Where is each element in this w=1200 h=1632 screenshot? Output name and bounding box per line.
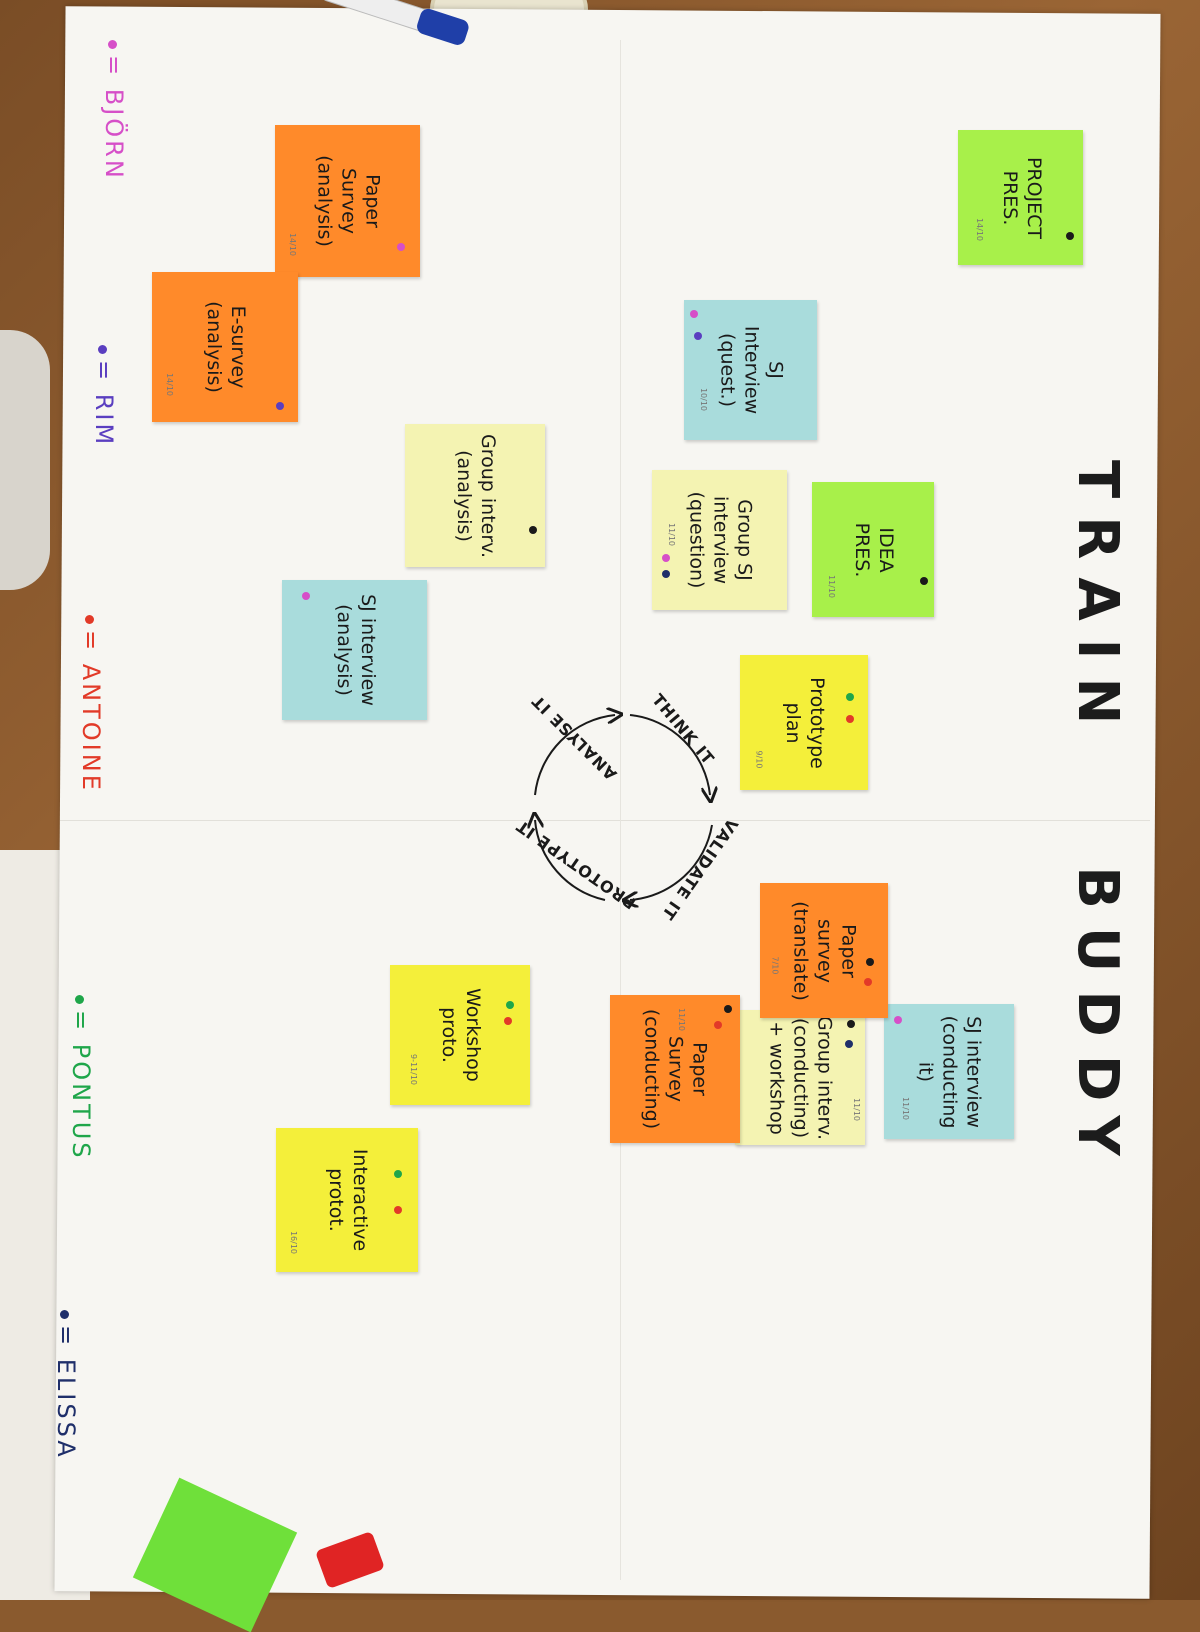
legend-elissa: = ELISSA bbox=[52, 1310, 80, 1460]
title-train: TRAIN bbox=[1065, 460, 1130, 743]
legend-antoine: = ANTOINE bbox=[77, 615, 105, 793]
legend-rim: = RIM bbox=[90, 345, 118, 447]
note-sj-interview-conducting: SJ interview (conducting it) 11/10 bbox=[884, 1004, 1014, 1139]
note-project-pres: PROJECT PRES. 14/10 bbox=[958, 130, 1083, 265]
note-idea-pres: IDEA PRES. 11/10 bbox=[812, 482, 934, 617]
paper-fold bbox=[620, 40, 621, 1580]
note-prototype-plan: Prototype plan 9/10 bbox=[740, 655, 868, 790]
legend-pontus: = PONTUS bbox=[67, 995, 95, 1161]
note-group-interview-question: Group SJ interview (question) 11/10 bbox=[652, 470, 787, 610]
legend-bjorn: = BJÖRN bbox=[100, 40, 128, 181]
note-paper-survey-analysis: Paper Survey (analysis) 14/10 bbox=[275, 125, 420, 277]
note-paper-survey-translate: Paper survey (translate) 7/10 bbox=[760, 883, 888, 1018]
note-workshop-proto: Workshop proto. 9-11/10 bbox=[390, 965, 530, 1105]
note-paper-survey-conducting: Paper Survey (conducting) 11/10 bbox=[610, 995, 740, 1143]
note-group-interv-analysis: Group interv. (analysis) bbox=[405, 424, 545, 567]
note-interactive-protot: Interactive protot. 16/10 bbox=[276, 1128, 418, 1272]
paper-fold bbox=[60, 820, 1150, 821]
cycle-diagram bbox=[520, 700, 730, 920]
cycle-arrow bbox=[629, 714, 710, 795]
cycle-arrow bbox=[534, 715, 615, 796]
marker-pen bbox=[321, 0, 469, 45]
note-e-survey-analysis: E-survey (analysis) 14/10 bbox=[152, 272, 298, 422]
note-sj-interview-quest: SJ Interview (quest.) 10/10 bbox=[684, 300, 817, 440]
note-group-interv-conducting: Group interv. (conducting) + workshop 11… bbox=[735, 1010, 865, 1145]
cycle-arrow bbox=[535, 820, 606, 901]
title-buddy: BUDDY bbox=[1065, 866, 1130, 1174]
shoe bbox=[0, 330, 50, 590]
cycle-arrow bbox=[630, 824, 713, 900]
note-sj-interview-analysis: SJ interview (analysis) bbox=[282, 580, 427, 720]
